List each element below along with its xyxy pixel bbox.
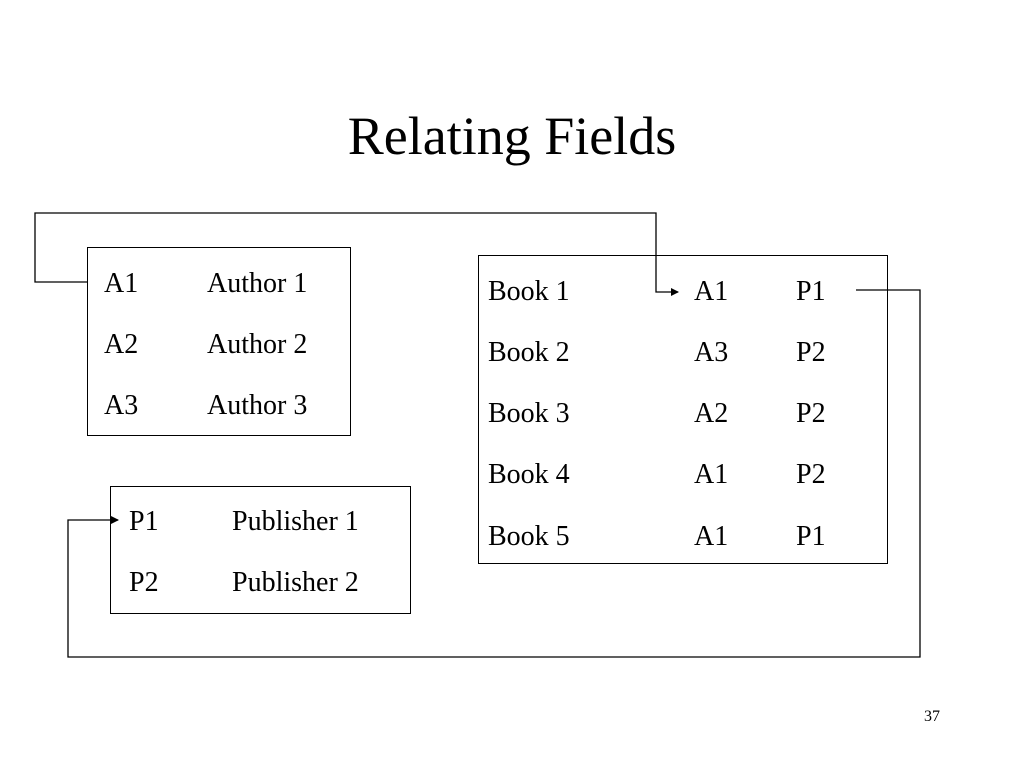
publishers-table: P1 Publisher 1 P2 Publisher 2 bbox=[110, 486, 411, 614]
author-name-cell: Author 2 bbox=[207, 329, 308, 360]
publisher-link-line bbox=[67, 289, 921, 658]
authors-table: A1 Author 1 A2 Author 2 A3 Author 3 bbox=[87, 247, 351, 436]
author-name-cell: Author 3 bbox=[207, 390, 308, 421]
book-publisher-cell: P2 bbox=[796, 459, 826, 490]
book-title-cell: Book 5 bbox=[488, 521, 570, 552]
book-publisher-cell: P1 bbox=[796, 276, 826, 307]
book-title-cell: Book 4 bbox=[488, 459, 570, 490]
book-title-cell: Book 2 bbox=[488, 337, 570, 368]
book-publisher-cell: P1 bbox=[796, 521, 826, 552]
publisher-name-cell: Publisher 1 bbox=[232, 506, 359, 537]
book-author-cell: A1 bbox=[694, 521, 729, 552]
author-id-cell: A1 bbox=[104, 268, 139, 299]
book-title-cell: Book 1 bbox=[488, 276, 570, 307]
publisher-id-cell: P1 bbox=[129, 506, 159, 537]
publisher-name-cell: Publisher 2 bbox=[232, 567, 359, 598]
book-publisher-cell: P2 bbox=[796, 398, 826, 429]
book-author-cell: A2 bbox=[694, 398, 729, 429]
book-author-cell: A1 bbox=[694, 459, 729, 490]
author-link-line bbox=[34, 212, 679, 296]
book-author-cell: A1 bbox=[694, 276, 729, 307]
author-name-cell: Author 1 bbox=[207, 268, 308, 299]
book-publisher-cell: P2 bbox=[796, 337, 826, 368]
books-table: Book 1 A1 P1 Book 2 A3 P2 Book 3 A2 P2 B… bbox=[478, 255, 888, 564]
author-id-cell: A2 bbox=[104, 329, 139, 360]
slide-title: Relating Fields bbox=[347, 106, 677, 166]
book-title-cell: Book 3 bbox=[488, 398, 570, 429]
author-id-cell: A3 bbox=[104, 390, 139, 421]
book-author-cell: A3 bbox=[694, 337, 729, 368]
publisher-id-cell: P2 bbox=[129, 567, 159, 598]
page-number: 37 bbox=[924, 708, 940, 725]
